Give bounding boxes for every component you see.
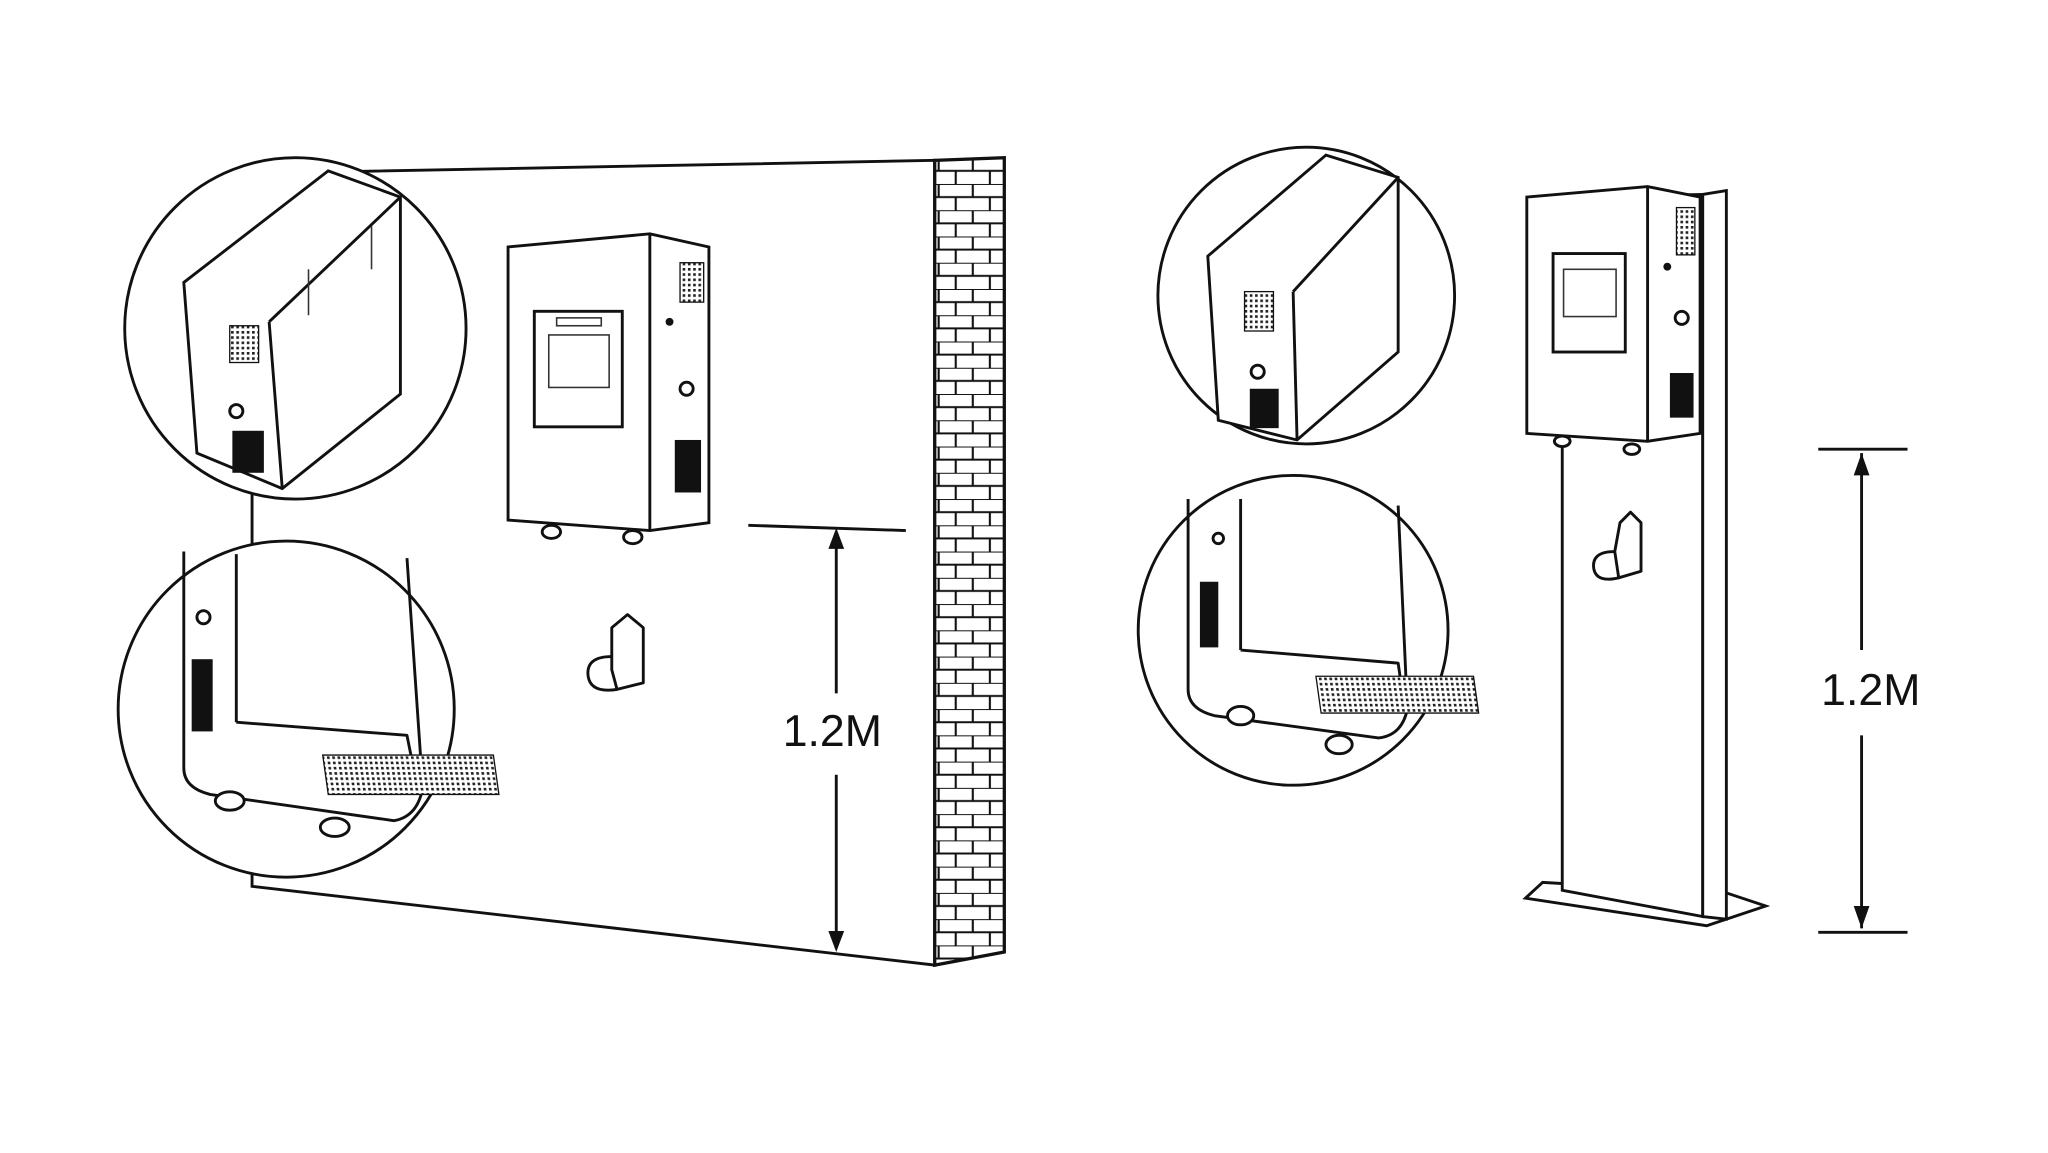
detail-circle-bottom-pole: [1136, 473, 1480, 787]
detail-circle-bottom-wall: [116, 539, 500, 879]
detail-circle-top-wall: [123, 156, 468, 501]
wall-height-dimension: 1.2M: [748, 523, 906, 952]
pole-cable-holster: [1592, 510, 1643, 581]
pole-charger: [1525, 185, 1702, 456]
detail-circle-top-pole: [1156, 145, 1457, 446]
pole-height-dimension: 1.2M: [1818, 447, 1920, 934]
cable-holster: [586, 613, 645, 692]
wall-height-label: 1.2M: [783, 707, 882, 756]
brick-wall-side: [933, 156, 1006, 968]
wall-charger: [506, 232, 711, 546]
pole-height-label: 1.2M: [1821, 666, 1920, 715]
